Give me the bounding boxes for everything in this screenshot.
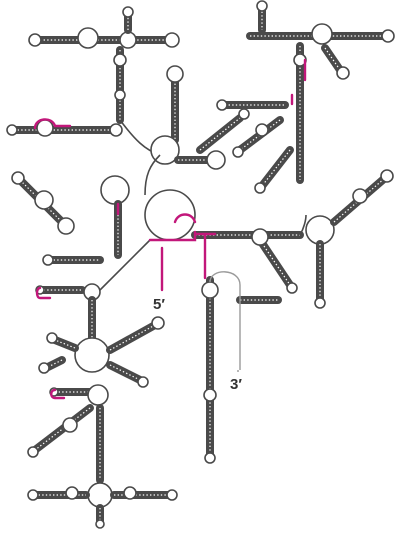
left-arm-domain bbox=[6, 119, 161, 156]
left-domain bbox=[11, 171, 151, 301]
long-vertical-helix bbox=[201, 271, 282, 464]
five-prime-label: 5′ bbox=[153, 296, 165, 313]
bottom-domain bbox=[27, 482, 178, 529]
highlighted-regions bbox=[33, 58, 307, 400]
central-multiloop bbox=[144, 154, 307, 246]
lower-left-domain bbox=[27, 296, 165, 484]
three-prime-label: 3′ bbox=[230, 376, 242, 393]
top-left-domain bbox=[28, 6, 180, 124]
top-right-domain bbox=[216, 0, 395, 194]
right-domain bbox=[256, 169, 394, 309]
